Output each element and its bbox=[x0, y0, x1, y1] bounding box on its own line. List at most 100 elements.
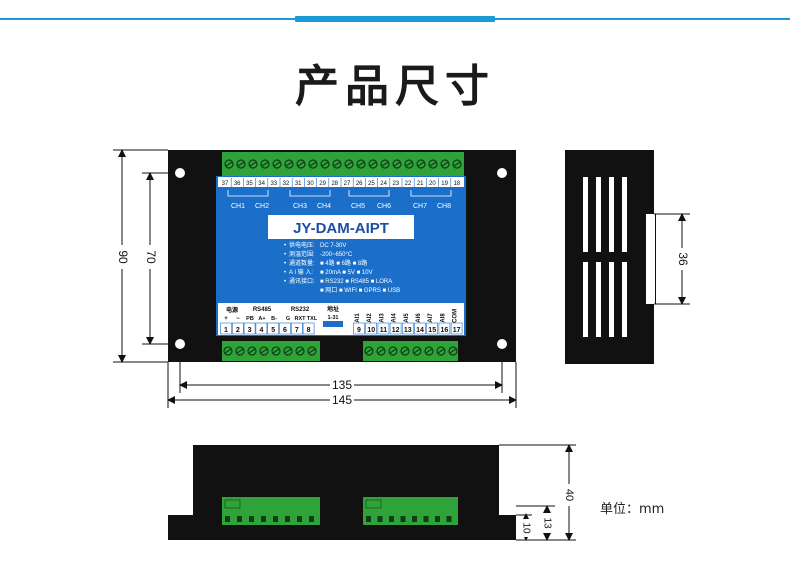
bottom-terminal-number: 7 bbox=[295, 327, 299, 334]
top-terminal-number: 32 bbox=[283, 181, 290, 187]
side-slot-7 bbox=[609, 262, 614, 337]
terminal-number-box bbox=[267, 322, 280, 335]
ai-pin-label: AI5 bbox=[404, 313, 410, 323]
terminal-number-box bbox=[302, 322, 315, 335]
terminal-pin bbox=[285, 516, 290, 522]
spec-value: ■ 网口 ■ WIFI ■ GPRS ■ USB bbox=[320, 287, 400, 294]
rs232-label: RS232 bbox=[291, 307, 310, 313]
terminal-number-box bbox=[279, 322, 291, 335]
bottom-terminal-number: 17 bbox=[453, 327, 461, 334]
terminal-pin bbox=[423, 516, 429, 522]
terminal-pin bbox=[389, 516, 394, 522]
terminal-latch bbox=[224, 499, 241, 509]
screw-slot bbox=[237, 161, 245, 167]
side-notch-cutout bbox=[646, 214, 655, 304]
bottom-view bbox=[168, 445, 516, 540]
dim-width-inner: 135 bbox=[332, 378, 352, 392]
model-box bbox=[268, 215, 414, 239]
top-terminal-number: 37 bbox=[222, 181, 229, 187]
terminal-pin bbox=[261, 516, 266, 522]
top-terminal-number: 33 bbox=[270, 181, 277, 187]
dim-height-outer: 90 bbox=[116, 250, 130, 264]
dim-height-inner: 70 bbox=[144, 250, 158, 264]
terminal-number-box bbox=[232, 322, 244, 335]
screw-slot bbox=[333, 161, 341, 167]
terminal-number-box bbox=[401, 322, 414, 335]
channel-bracket bbox=[410, 190, 452, 197]
bottom-terminal-number: 11 bbox=[380, 327, 388, 334]
spec-label: 通道数量: bbox=[289, 259, 315, 267]
screw-slot bbox=[273, 161, 281, 167]
spec-value: DC 7-30V bbox=[320, 243, 346, 249]
screw-slot bbox=[236, 348, 244, 354]
bottom-terminal-number: 8 bbox=[307, 327, 311, 334]
spec-label: 供电电压: bbox=[289, 241, 315, 249]
screw-slot bbox=[261, 161, 269, 167]
terminal-pin bbox=[297, 516, 302, 522]
terminal-pin bbox=[366, 516, 371, 522]
bottom-terminal-screws bbox=[223, 346, 458, 356]
screw-slot bbox=[296, 348, 304, 354]
channel-label: CH8 bbox=[437, 203, 451, 210]
ai-pin-label: AI3 bbox=[379, 313, 385, 323]
side-slot-2 bbox=[596, 177, 601, 252]
bottom-terminal-number: 4 bbox=[259, 327, 263, 334]
screw-slot bbox=[308, 348, 316, 354]
side-slot-8 bbox=[622, 262, 627, 337]
top-terminal-number: 21 bbox=[417, 181, 424, 187]
terminal-pin bbox=[400, 516, 406, 522]
terminal-number-box bbox=[290, 322, 303, 335]
screw-slot bbox=[453, 161, 461, 167]
screw-slot bbox=[425, 348, 433, 354]
top-terminal-number: 31 bbox=[295, 181, 302, 187]
rs485-pin-label: B- bbox=[271, 316, 277, 322]
channel-bracket bbox=[348, 190, 390, 197]
screw-slot bbox=[369, 161, 377, 167]
spec-list: •供电电压:DC 7-30V•测温范围:-200~650°C•通道数量:■ 4路… bbox=[284, 241, 400, 294]
terminal-number-box bbox=[438, 322, 451, 335]
dim-depth-base: 10 bbox=[520, 522, 531, 534]
side-slot-4 bbox=[622, 177, 627, 252]
bottom-terminal-number: 9 bbox=[357, 327, 361, 334]
screw-slot bbox=[321, 161, 329, 167]
channel-label: CH4 bbox=[317, 203, 331, 210]
channel-label: CH5 bbox=[351, 203, 365, 210]
top-terminal-screws bbox=[224, 159, 462, 169]
screw-slot bbox=[309, 161, 317, 167]
terminal-pin bbox=[249, 516, 254, 522]
bottom-terminal-number: 12 bbox=[392, 327, 400, 334]
channel-label: CH2 bbox=[255, 203, 269, 210]
rs232-pin-label: TXL bbox=[307, 316, 318, 322]
terminal-pin bbox=[435, 516, 440, 522]
mount-hole-tr bbox=[497, 168, 507, 178]
screw-slot bbox=[225, 161, 233, 167]
bottom-terminal-block-right bbox=[363, 341, 458, 361]
bottom-terminal-number: 2 bbox=[236, 327, 240, 334]
terminal-number-box bbox=[353, 322, 365, 335]
screw-slot bbox=[357, 161, 365, 167]
screw-slot bbox=[345, 161, 353, 167]
screw-slot bbox=[413, 348, 421, 354]
ai-pin-label: AI4 bbox=[392, 313, 398, 323]
screw-slot bbox=[449, 348, 457, 354]
screw-slot bbox=[389, 348, 397, 354]
screw-slot bbox=[260, 348, 268, 354]
dim-width-outer: 145 bbox=[332, 393, 352, 407]
side-slot-1 bbox=[583, 177, 588, 252]
bottom-terminal-number: 16 bbox=[441, 327, 449, 334]
side-notch-body bbox=[636, 214, 646, 304]
top-terminal-number: 30 bbox=[307, 181, 314, 187]
terminal-latch bbox=[365, 499, 382, 509]
power-pin-label: − bbox=[236, 316, 240, 322]
channel-label: CH6 bbox=[377, 203, 391, 210]
screw-slot bbox=[393, 161, 401, 167]
terminal-pin bbox=[446, 516, 452, 522]
screw-slot bbox=[365, 348, 373, 354]
rs232-pin-label: RXT bbox=[295, 316, 307, 322]
dip-switch bbox=[323, 321, 343, 327]
top-terminal-number: 25 bbox=[368, 181, 375, 187]
screw-slot bbox=[429, 161, 437, 167]
